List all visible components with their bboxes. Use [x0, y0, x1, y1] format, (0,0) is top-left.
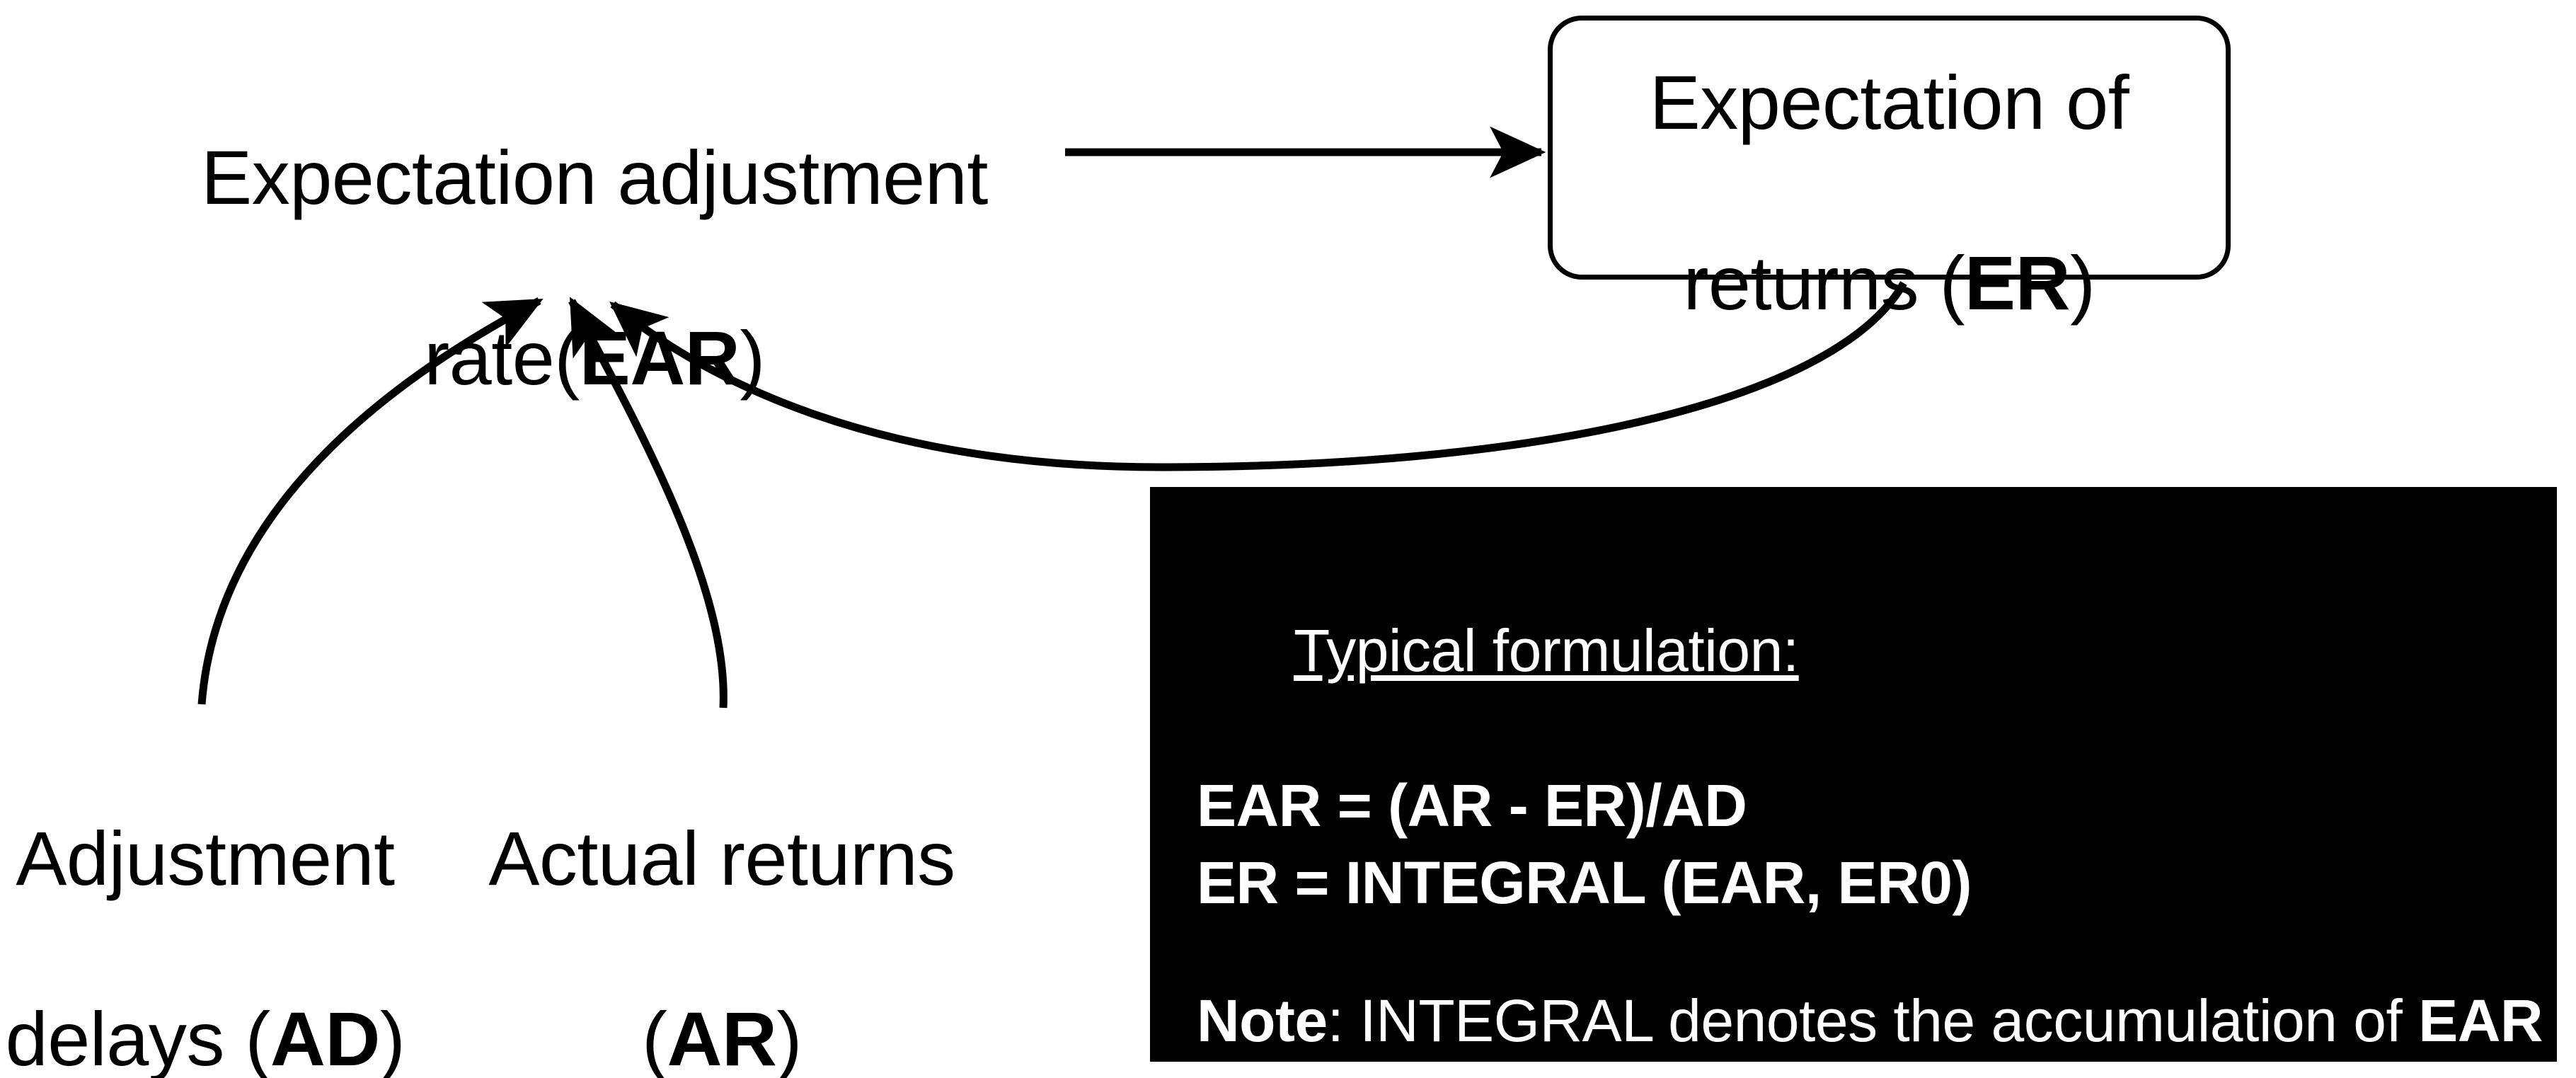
formula-equation-1: EAR = (AR - ER)/AD — [1197, 772, 1747, 839]
node-ar-line2-prefix: ( — [642, 996, 667, 1078]
node-ear-line2-prefix: rate( — [424, 315, 580, 401]
node-ad-line2-prefix: delays ( — [5, 996, 271, 1078]
node-ear-acronym: EAR — [579, 315, 740, 401]
formula-note-tail: (or ER at time = 0). — [1679, 1065, 2192, 1078]
node-ear-line1: Expectation adjustment — [201, 134, 988, 221]
formula-heading-row: Typical formulation: — [1197, 535, 2557, 767]
formula-note-term-er0: ER0 — [1565, 1065, 1679, 1078]
node-er-line2-suffix: ) — [2070, 239, 2095, 326]
formula-note-label-suffix: : INTEGRAL denotes the accumulation of — [1327, 987, 2419, 1054]
formula-spacer — [1197, 922, 2557, 982]
formula-note-mid: over time into — [1197, 987, 2559, 1078]
node-ar-line2-suffix: ) — [776, 996, 803, 1078]
formula-heading: Typical formulation: — [1294, 617, 1799, 684]
node-er-acronym: ER — [1965, 239, 2071, 326]
node-ad-line2-suffix: ) — [379, 996, 406, 1078]
formula-note-label: Note — [1197, 987, 1328, 1054]
formula-equation-2: ER = INTEGRAL (EAR, ER0) — [1197, 849, 1972, 916]
node-ad: Adjustment delays (AD) — [0, 723, 439, 1078]
node-ar-acronym: AR — [667, 996, 778, 1078]
node-er-line1: Expectation of — [1649, 59, 2129, 146]
node-er-box[interactable]: Expectation of returns (ER) — [1548, 16, 2231, 326]
node-er-label: Expectation of returns (ER) — [1650, 0, 2129, 328]
formula-panel: Typical formulation: EAR = (AR - ER)/AD … — [1150, 487, 2557, 1078]
node-er-line2-prefix: returns ( — [1683, 239, 1965, 326]
node-ad-line1: Adjustment — [16, 815, 395, 902]
formula-note: Note: INTEGRAL denotes the accumulation … — [1197, 982, 2557, 1078]
formula-note-term-ear: EAR — [2418, 987, 2543, 1054]
node-ear-line2-suffix: ) — [740, 315, 765, 401]
node-ar-line1: Actual returns — [488, 815, 955, 902]
node-ad-acronym: AD — [270, 996, 381, 1078]
node-ear: Expectation adjustment rate(EAR) — [177, 42, 1012, 403]
node-ar: Actual returns (AR) — [488, 723, 955, 1078]
